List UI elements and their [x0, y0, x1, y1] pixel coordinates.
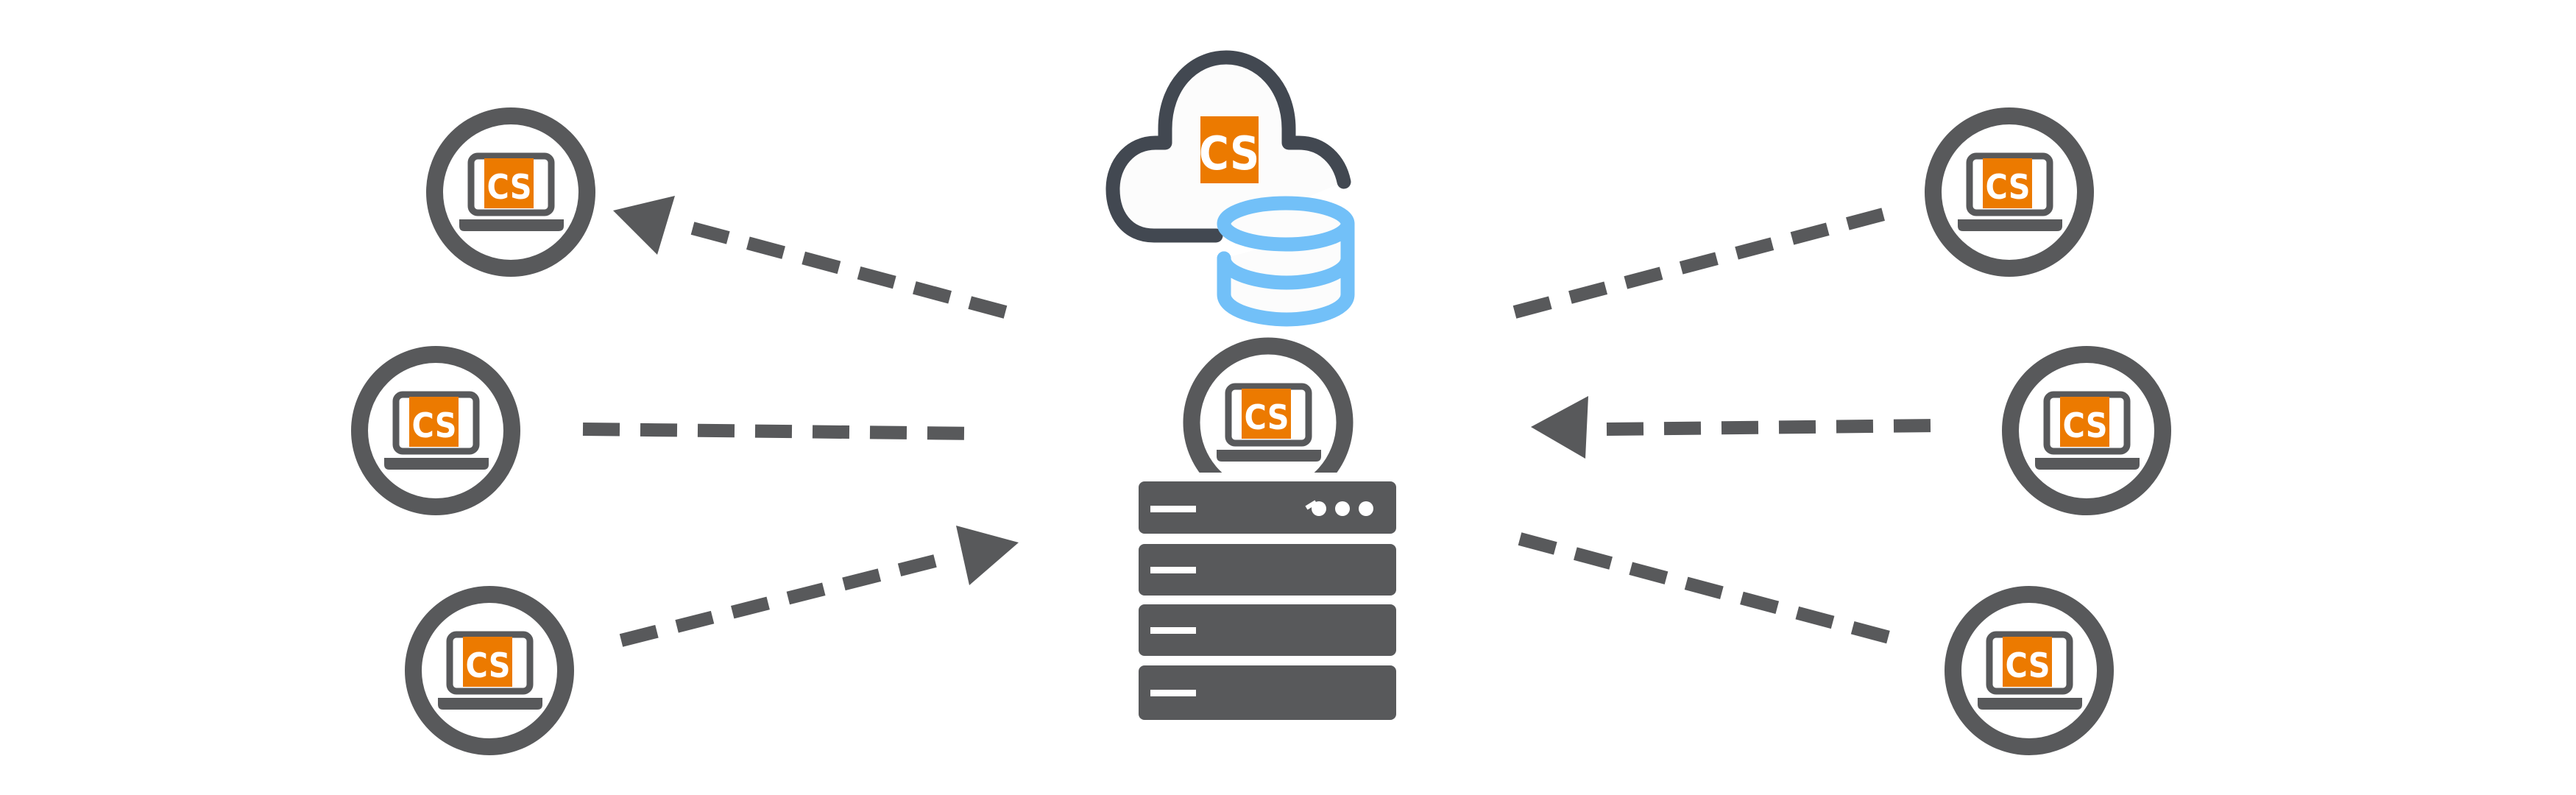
arrowhead-left-bottom-icon — [956, 526, 1019, 585]
laptop-base-icon — [1978, 698, 2082, 710]
connector-client-right-top — [1512, 204, 1900, 319]
logo-text: CS — [465, 646, 510, 685]
laptop-base-icon — [1217, 450, 1321, 462]
logo-box — [2003, 637, 2052, 687]
logo-box — [484, 158, 534, 208]
client-left-middle: CS — [351, 346, 520, 515]
connector-server-to-client-left-top — [679, 219, 1008, 319]
connector-client-right-middle-to-server — [1606, 419, 1939, 436]
server-indicator-icon — [1305, 500, 1317, 510]
laptop-base-icon — [2035, 458, 2140, 470]
logo-box — [1983, 158, 2032, 208]
arrowhead-left-top-icon — [613, 196, 675, 255]
server-rack-icon — [1139, 481, 1396, 720]
server-led-icon — [1335, 501, 1350, 516]
laptop-base-icon — [459, 219, 564, 231]
logo-box — [1242, 389, 1291, 439]
laptop-base-icon — [438, 698, 542, 710]
cloud-logo-text: CS — [1199, 127, 1259, 180]
client-right-top: CS — [1925, 107, 2094, 277]
logo-text: CS — [1244, 398, 1289, 437]
logo-text: CS — [2062, 406, 2107, 445]
connector-client-right-bottom — [1518, 532, 1903, 647]
connector-client-left-middle — [582, 423, 978, 440]
logo-text: CS — [1985, 167, 2030, 207]
database-icon — [1217, 196, 1355, 327]
cloud-logo-box — [1200, 116, 1259, 183]
server-slot-line — [1150, 627, 1196, 634]
arrowhead-right-middle-icon — [1531, 396, 1588, 459]
server-slot-line — [1150, 690, 1196, 696]
laptop-base-icon — [384, 458, 489, 470]
connectors — [582, 204, 1939, 647]
logo-box — [409, 397, 459, 447]
logo-box — [2060, 397, 2109, 447]
client-left-bottom: CS — [405, 586, 574, 755]
server: CS — [1130, 337, 1405, 720]
logo-text: CS — [2005, 646, 2050, 685]
logo-box — [463, 637, 512, 687]
server-slot-line — [1150, 567, 1196, 573]
cloud-storage: CS — [1105, 50, 1355, 327]
laptop-base-icon — [1958, 219, 2062, 231]
clients: CS CS CS CS CS CS — [351, 107, 2171, 755]
client-left-top: CS — [426, 107, 595, 277]
server-led-icon — [1359, 501, 1373, 516]
server-laptop: CS — [1217, 383, 1321, 462]
client-right-middle: CS — [2002, 346, 2171, 515]
connector-client-left-bottom-to-server — [619, 551, 952, 647]
logo-text: CS — [411, 406, 456, 445]
client-right-bottom: CS — [1945, 586, 2114, 755]
server-slot-line — [1150, 506, 1196, 512]
logo-text: CS — [486, 167, 531, 207]
